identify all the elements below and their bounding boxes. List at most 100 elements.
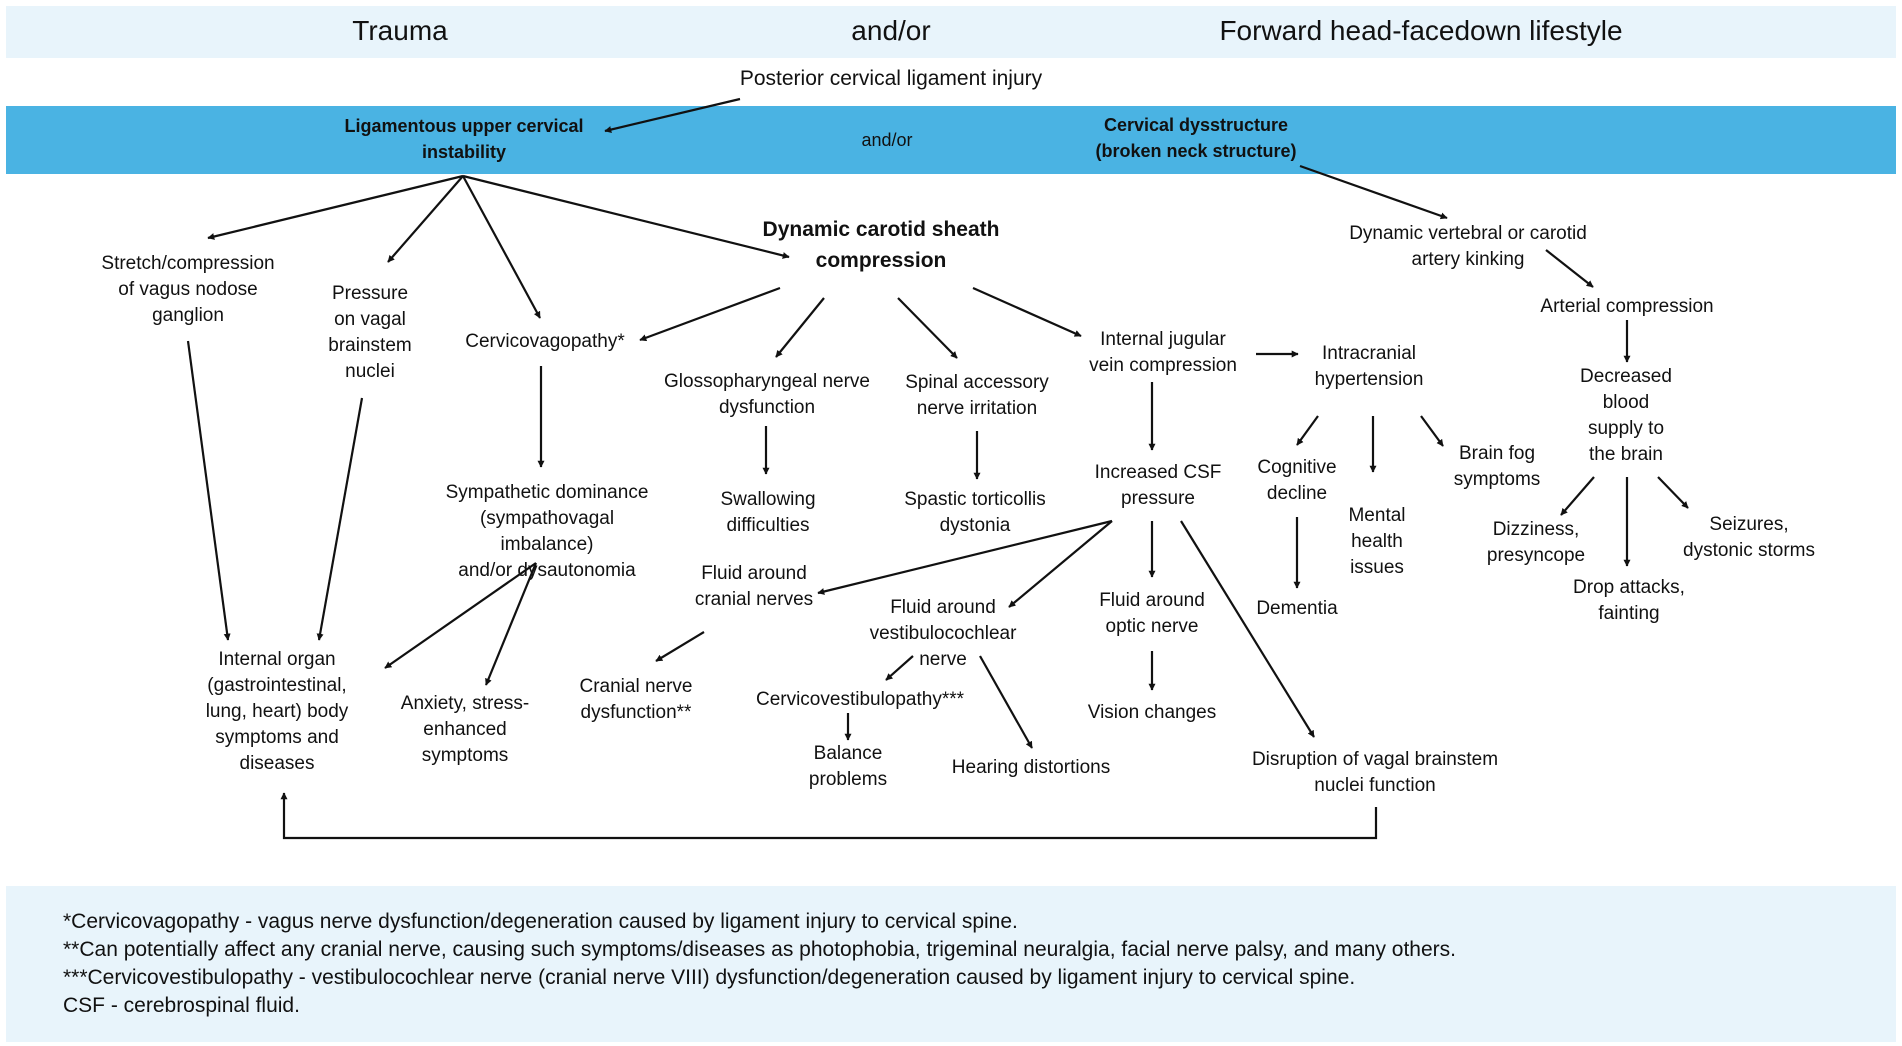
- header-lifestyle: Forward head-facedown lifestyle: [1219, 15, 1623, 46]
- arrow-instability-to-cervicovagopathy: [462, 175, 541, 319]
- node-internal-organ-symptoms-line-2: (gastrointestinal,: [207, 675, 347, 696]
- arrow-carotid-to-cervicovagopathy: [639, 286, 781, 342]
- arrow-intracranial-to-brainfog: [1420, 415, 1444, 447]
- node-cervicovestibulopathy: Cervicovestibulopathy***: [756, 687, 964, 713]
- footnote-cervicovestibulopathy: ***Cervicovestibulopathy - vestibulococh…: [63, 966, 1356, 989]
- node-decreased-blood-supply-line-3: supply to: [1587, 418, 1665, 439]
- arrow-stretch-to-organ: [186, 340, 231, 641]
- node-cognitive-decline: Cognitive decline: [1257, 455, 1336, 507]
- node-sympathetic-dominance-line-2: (sympathovagal: [479, 508, 615, 529]
- arrow-instability-to-stretch: [207, 174, 464, 240]
- header-trauma: Trauma: [352, 15, 448, 46]
- node-cranial-nerve-dysfunction: Cranial nerve dysfunction**: [580, 674, 693, 726]
- node-drop-attacks-line-1: Drop attacks,: [1573, 577, 1685, 598]
- footnote-band: [6, 886, 1896, 1042]
- node-cervicovagopathy: Cervicovagopathy*: [465, 329, 624, 355]
- node-pressure-vagal-brainstem-line-2: on vagal: [334, 309, 406, 330]
- node-intracranial-hypertension-line-1: Intracranial: [1321, 343, 1416, 364]
- arrow-dysstructure-to-vertebral: [1299, 164, 1448, 220]
- node-dynamic-vertebral-kinking-line-1: Dynamic vertebral or carotid: [1349, 223, 1587, 244]
- node-spastic-torticollis-line-1: Spastic torticollis: [904, 489, 1046, 510]
- header-band: [6, 6, 1896, 58]
- node-internal-organ-symptoms-line-1: Internal organ: [218, 649, 336, 670]
- node-cervicovagopathy-line-1: Cervicovagopathy*: [465, 331, 625, 352]
- node-cervical-dysstructure-line-1: Cervical dysstructure: [1103, 115, 1289, 135]
- arrow-fluid-cranial-to-cranial-dysfunction: [655, 631, 705, 662]
- node-internal-organ-symptoms-line-5: diseases: [239, 753, 315, 774]
- node-sympathetic-dominance-line-1: Sympathetic dominance: [445, 482, 649, 503]
- node-internal-organ-symptoms: Internal organ (gastrointestinal, lung, he…: [206, 647, 349, 777]
- node-spastic-torticollis: Spastic torticollis dystonia: [904, 487, 1046, 539]
- instability-band: [6, 106, 1896, 174]
- node-fluid-cranial-nerves-line-1: Fluid around: [701, 563, 807, 584]
- node-cognitive-decline-line-2: decline: [1266, 483, 1328, 504]
- node-blue-and-or-line-1: and/or: [861, 130, 913, 150]
- node-dizziness-line-2: presyncope: [1486, 545, 1586, 566]
- node-ligamentous-instability-line-2: instability: [421, 142, 507, 162]
- node-seizures: Seizures,dystonic storms: [1683, 512, 1815, 564]
- node-pressure-vagal-brainstem-line-3: brainstem: [328, 335, 412, 356]
- node-ligamentous-instability: Ligamentous upper cervical instability: [344, 113, 583, 165]
- node-mental-health-line-1: Mental: [1348, 505, 1406, 526]
- node-vision-changes: Vision changes: [1088, 700, 1217, 726]
- node-internal-jugular-line-2: vein compression: [1089, 355, 1237, 376]
- node-sympathetic-dominance: Sympathetic dominance (sympathovagal imbal…: [446, 480, 649, 584]
- node-fluid-optic-nerve-line-2: optic nerve: [1105, 616, 1199, 637]
- node-glossopharyngeal-dysfunction-line-2: dysfunction: [718, 397, 816, 418]
- node-hearing-distortions: Hearing distortions: [952, 755, 1110, 781]
- node-cranial-nerve-dysfunction-line-2: dysfunction**: [580, 702, 692, 723]
- node-fluid-vestibulocochlear-line-1: Fluid around: [890, 597, 996, 618]
- node-internal-jugular-line-1: Internal jugular: [1100, 329, 1226, 350]
- node-dynamic-carotid-sheath-line-1: Dynamic carotid sheath: [762, 218, 1000, 241]
- node-stretch-vagus-nodose-line-1: Stretch/compression: [101, 253, 275, 274]
- node-mental-health: Mental health issues: [1348, 503, 1405, 581]
- node-sympathetic-dominance-line-3: imbalance): [500, 534, 594, 555]
- node-sympathetic-dominance-line-4: and/or dysautonomia: [458, 560, 636, 581]
- node-stretch-vagus-nodose-line-2: of vagus nodose: [118, 279, 258, 300]
- node-cranial-nerve-dysfunction-line-1: Cranial nerve: [579, 676, 693, 697]
- arrow-pressure-to-organ: [316, 397, 364, 641]
- node-fluid-optic-nerve-line-1: Fluid around: [1099, 590, 1205, 611]
- node-spastic-torticollis-line-2: dystonia: [939, 515, 1011, 536]
- node-mental-health-line-3: issues: [1350, 557, 1404, 578]
- arrow-carotid-to-jugular: [972, 286, 1082, 338]
- node-dementia: Dementia: [1256, 596, 1337, 622]
- node-decreased-blood-supply-line-4: the brain: [1589, 444, 1663, 465]
- node-anxiety-symptoms-line-1: Anxiety, stress-: [400, 693, 530, 714]
- arrow-decreased-to-dizziness: [1560, 476, 1595, 516]
- node-disruption-vagal-nuclei-line-1: Disruption of vagal brainstem: [1251, 749, 1499, 770]
- node-anxiety-symptoms-line-3: symptoms: [421, 745, 509, 766]
- footnote-cranial-nerve: **Can potentially affect any cranial ner…: [63, 938, 1456, 961]
- node-anxiety-symptoms-line-2: enhanced: [423, 719, 507, 740]
- arrow-vertebral-to-arterial: [1545, 249, 1594, 288]
- node-dizziness-line-1: Dizziness,: [1492, 519, 1580, 540]
- node-fluid-vestibulocochlear-line-3: nerve: [919, 649, 967, 670]
- node-cognitive-decline-line-1: Cognitive: [1257, 457, 1337, 478]
- node-internal-organ-symptoms-line-3: lung, heart) body: [205, 701, 349, 722]
- node-posterior-ligament-injury: Posterior cervical ligament injury: [740, 65, 1042, 93]
- node-arterial-compression: Arterial compression: [1540, 294, 1713, 320]
- arrow-csf-to-fluid-cranial: [817, 519, 1113, 595]
- node-mental-health-line-2: health: [1351, 531, 1403, 552]
- node-seizures-line-2: dystonic storms: [1683, 540, 1815, 561]
- node-balance-problems-line-2: problems: [808, 769, 888, 790]
- arrow-carotid-to-glossopharyngeal: [775, 297, 825, 358]
- arrow-posterior-to-ligamentous: [604, 97, 741, 133]
- node-ligamentous-instability-line-1: Ligamentous upper cervical: [344, 116, 584, 136]
- node-decreased-blood-supply-line-2: blood: [1602, 392, 1650, 413]
- node-fluid-vestibulocochlear-line-2: vestibulocochlear: [869, 623, 1017, 644]
- arrow-decreased-to-seizures: [1657, 476, 1689, 509]
- node-blue-and-or: and/or: [861, 127, 912, 153]
